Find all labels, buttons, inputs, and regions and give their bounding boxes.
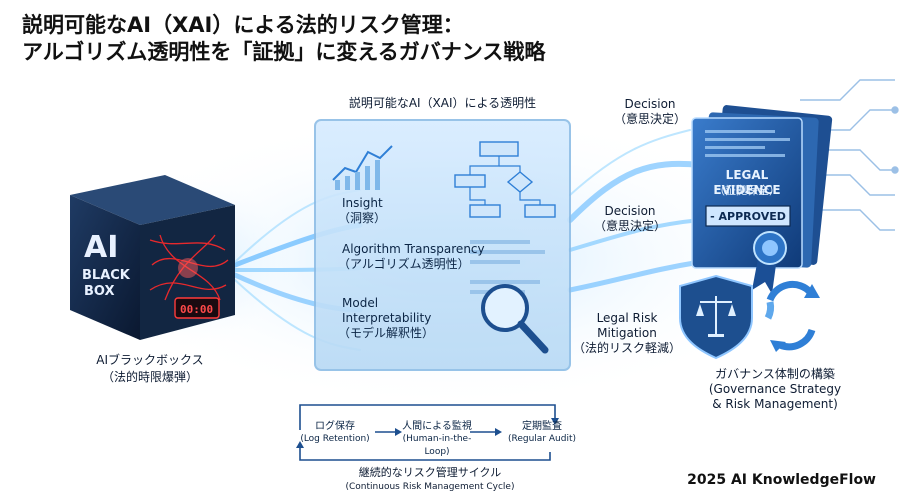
evidence-sub: （証拠保全）	[714, 184, 780, 197]
ai-cube	[70, 175, 235, 340]
output-legal-risk-en: Legal Risk	[596, 311, 658, 325]
item-interpretability-en: Model	[342, 296, 379, 310]
cycle-step-log-en: (Log Retention)	[300, 434, 370, 444]
cycle-caption-en: (Continuous Risk Management Cycle)	[345, 482, 515, 492]
xai-panel	[314, 119, 571, 371]
cycle-diagram	[299, 404, 556, 461]
cycle-step-human: 人間による監視 (Human-in-the-Loop)	[400, 420, 474, 459]
timer-readout: 00:00	[180, 303, 214, 316]
item-transparency-en: Algorithm Transparency	[342, 242, 485, 256]
evidence-title: LEGAL EVIDENCE	[713, 168, 781, 197]
blackbox-label: AIブラックボックス	[96, 353, 204, 367]
item-insight-en: Insight	[342, 196, 383, 210]
output-decision-1-ja: （意思決定）	[613, 112, 686, 126]
shield-scales-icon	[679, 274, 753, 360]
legal-evidence-document	[691, 105, 833, 294]
output-decision-2-en: Decision	[604, 204, 656, 218]
output-decision-2-ja: （意思決定）	[593, 219, 666, 233]
cycle-step-audit-en: (Regular Audit)	[507, 434, 576, 444]
title-line-2: アルゴリズム透明性を「証拠」に変えるガバナンス戦略	[22, 40, 546, 64]
seal-icon	[752, 231, 787, 294]
cycle-step-audit-ja: 定期監査	[522, 421, 562, 432]
cycle-step-human-en: (Human-in-the-Loop)	[402, 434, 472, 457]
cycle-arrows-icon	[764, 280, 816, 351]
blackbox-sublabel: （法的時限爆弾）	[101, 370, 198, 384]
cube-ai-text: AI	[84, 230, 119, 265]
page-title: 説明可能なAI（XAI）による法的リスク管理： アルゴリズム透明性を「証拠」に変…	[22, 12, 582, 66]
item-interpretability-en2: Interpretability	[342, 311, 432, 325]
cube-black-text: BLACK	[82, 268, 130, 283]
governance-en1: (Governance Strategy	[708, 382, 842, 396]
cycle-step-human-ja: 人間による監視	[402, 421, 472, 432]
item-interpretability-ja: （モデル解釈性）	[338, 326, 435, 340]
output-legal-risk-ja: （法的リスク軽減）	[572, 341, 681, 355]
output-legal-risk-en2: Mitigation	[597, 326, 657, 340]
cycle-caption-ja: 継続的なリスク管理サイクル	[358, 466, 502, 479]
approved-stamp: - APPROVED	[710, 210, 786, 223]
governance-label: ガバナンス体制の構築	[715, 367, 835, 381]
cube-box-text: BOX	[84, 284, 115, 299]
footer-credit: 2025 AI KnowledgeFlow	[687, 472, 876, 488]
xai-panel-heading: 説明可能なAI（XAI）による透明性	[348, 96, 537, 110]
cycle-step-audit: 定期監査 (Regular Audit)	[500, 420, 584, 446]
output-streams	[567, 129, 703, 293]
cycle-step-log-ja: ログ保存	[315, 421, 355, 432]
output-decision-1-en: Decision	[624, 97, 676, 111]
title-line-1: 説明可能なAI（XAI）による法的リスク管理：	[22, 13, 464, 37]
item-insight-ja: （洞察）	[338, 211, 387, 225]
cycle-step-log: ログ保存 (Log Retention)	[292, 420, 378, 446]
magnifier-icon	[481, 284, 529, 332]
item-transparency-ja: （アルゴリズム透明性）	[338, 257, 470, 271]
governance-en2: & Risk Management)	[712, 397, 838, 411]
